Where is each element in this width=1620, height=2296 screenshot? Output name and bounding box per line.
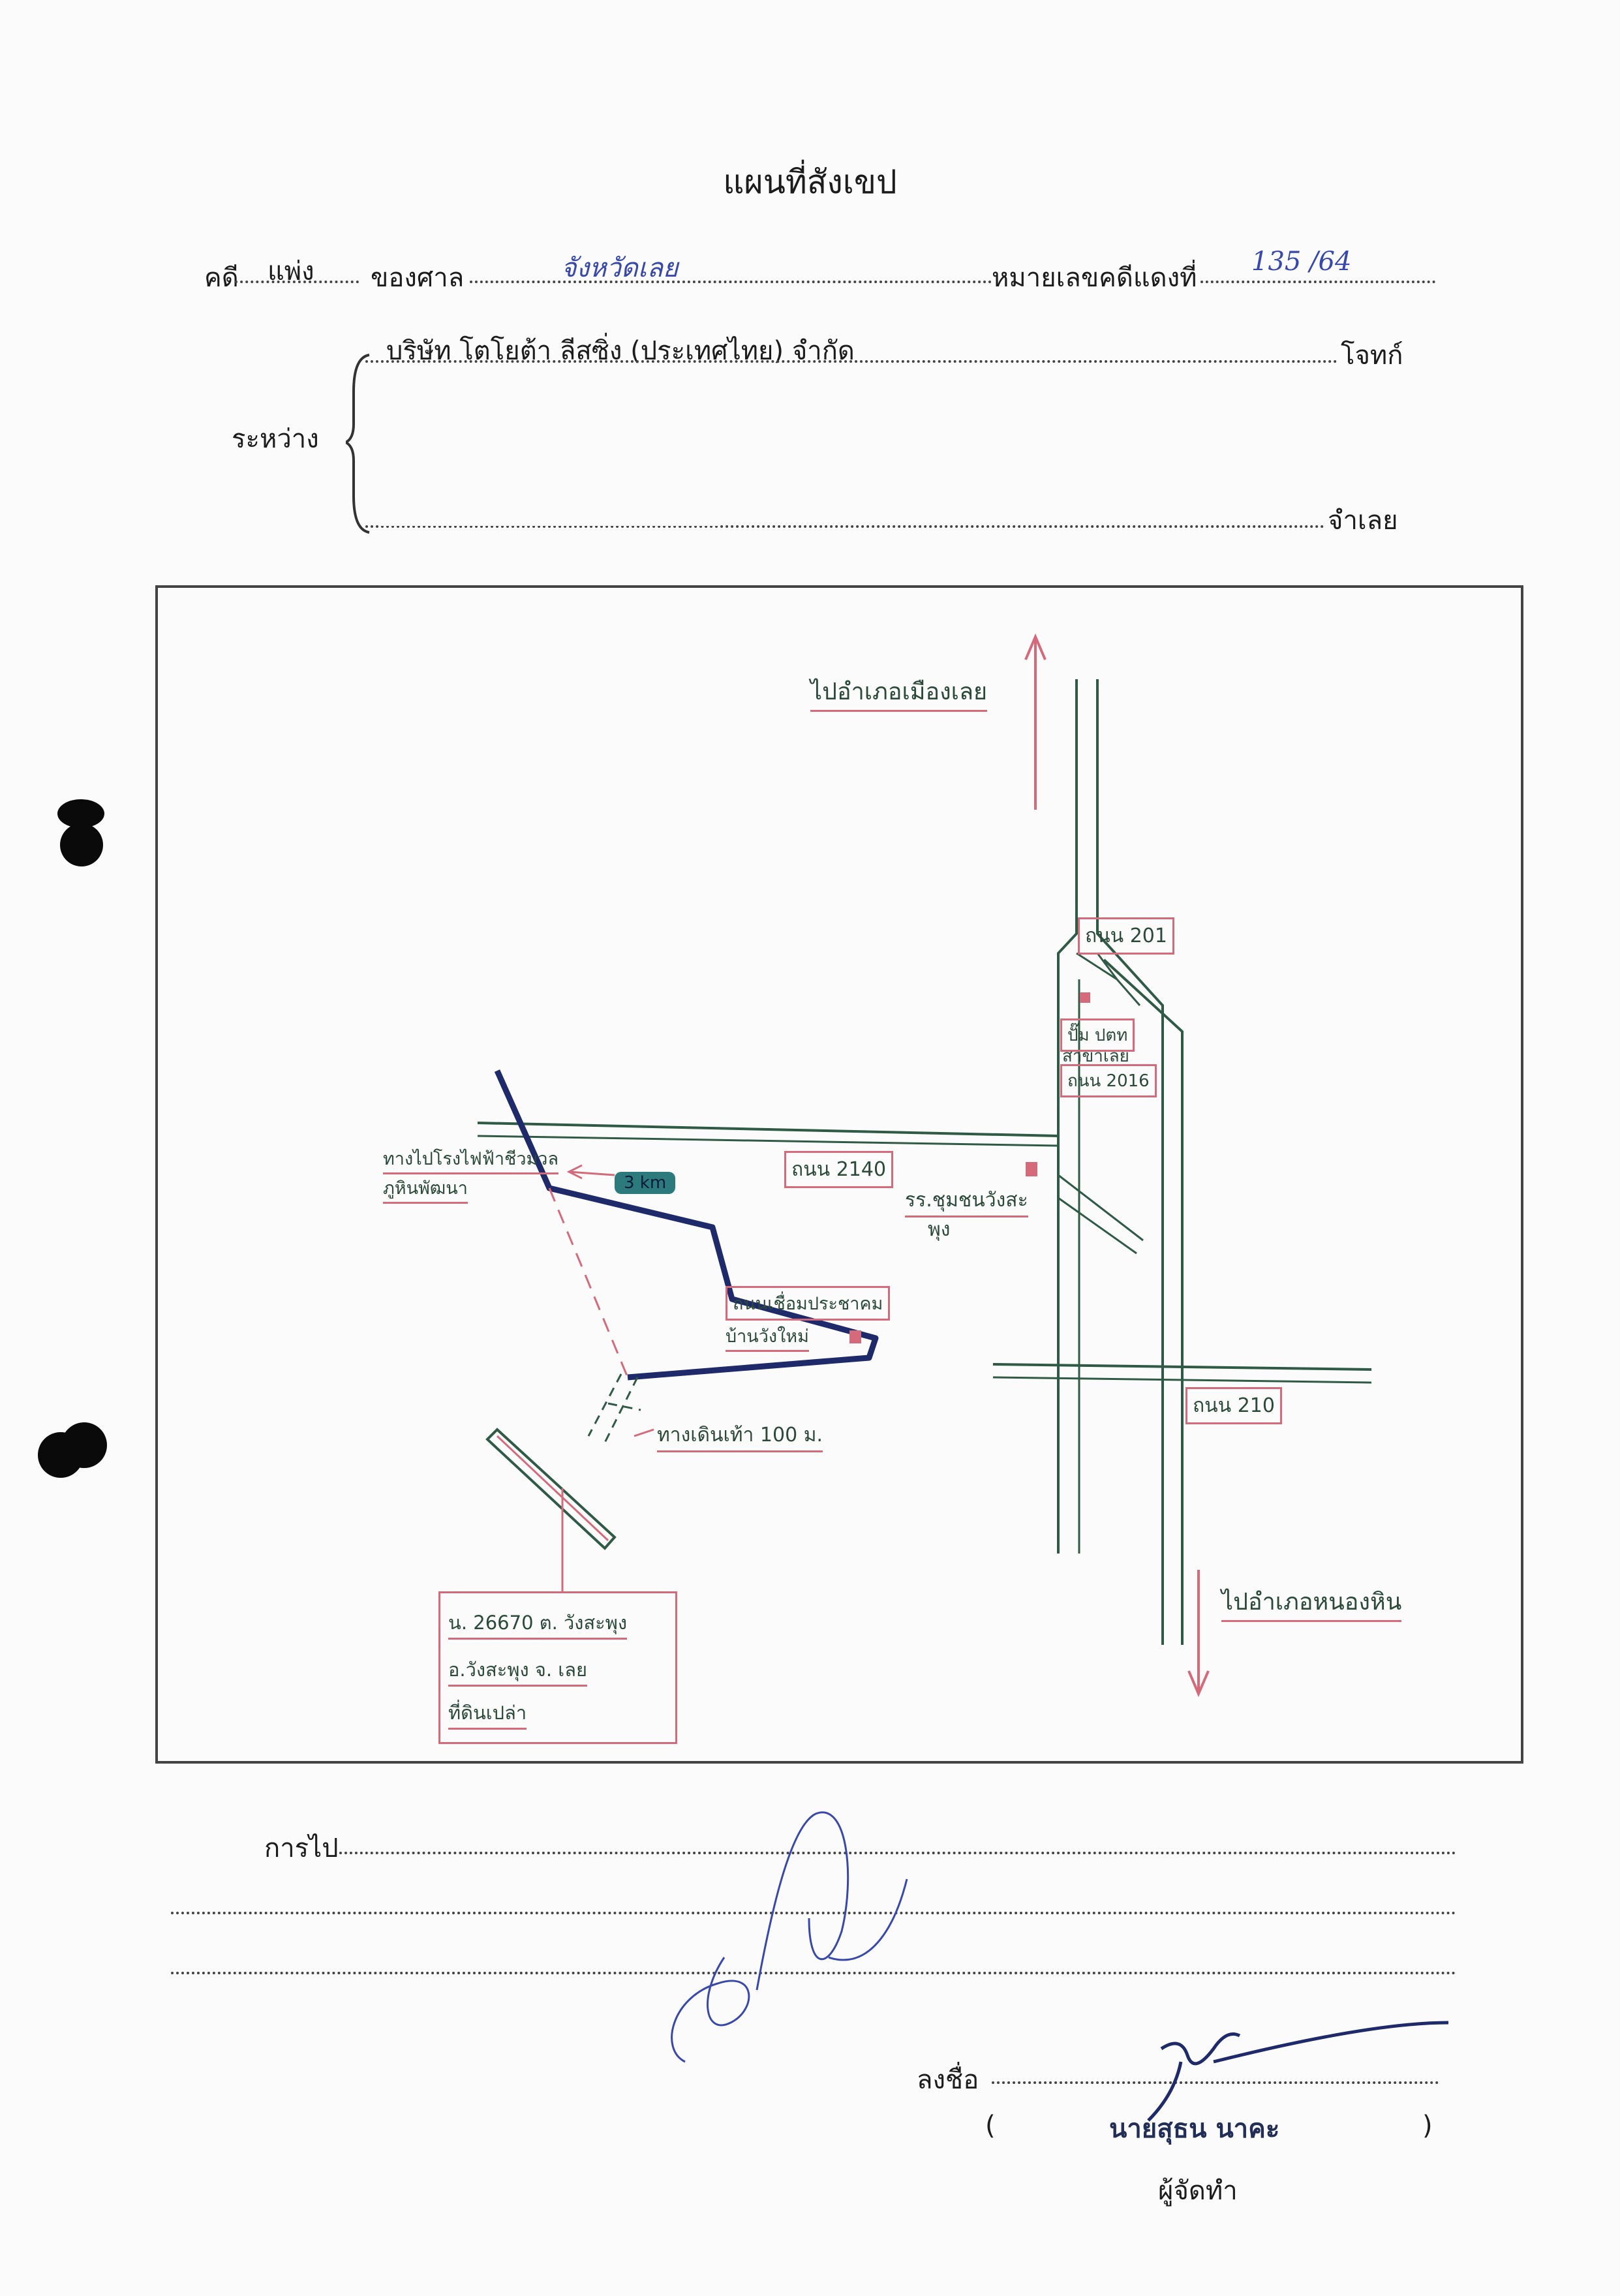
label-road-210: ถนน 210	[1185, 1387, 1282, 1424]
label-road-2140: ถนน 2140	[784, 1151, 894, 1188]
label-station-2: สาขาเลย	[1062, 1047, 1129, 1066]
close-paren: )	[1422, 2111, 1433, 2141]
punch-hole-top-2	[60, 823, 103, 866]
route-dots-1	[339, 1852, 1456, 1854]
court-label: ของศาล	[371, 263, 465, 293]
label-to-mueang-loei: ไปอำเภอเมืองเลย	[810, 673, 988, 712]
plaintiff-dots	[365, 360, 1337, 363]
label-side-road-2: ภูหินพัฒนา	[383, 1174, 468, 1204]
label-side-road-1: ทางไปโรงไฟฟ้าชีวมวล	[383, 1144, 559, 1174]
route-label: การไป	[264, 1833, 339, 1863]
sign-dots	[992, 2081, 1439, 2084]
label-distance-badge: 3 km	[615, 1172, 676, 1194]
open-paren: (	[985, 2111, 996, 2141]
label-junction-1: ถนนเชื่อมประชาคม	[726, 1286, 891, 1321]
punch-hole-bottom-2	[61, 1422, 107, 1468]
punch-hole-top	[57, 799, 104, 828]
route-dots-2	[171, 1912, 1456, 1914]
label-school-1: รร.ชุมชนวังสะ	[905, 1185, 1028, 1217]
defendant-dots	[365, 525, 1324, 528]
label-junction-2: บ้านวังใหม่	[726, 1322, 809, 1352]
preparer-label: ผู้จัดทำ	[1158, 2176, 1238, 2206]
map-drawing	[477, 633, 1372, 1698]
party-brace	[346, 354, 370, 534]
plaintiff-name: บริษัท โตโยต้า ลีสซิ่ง (ประเทศไทย) จำกัด	[386, 336, 855, 366]
red-case-label: หมายเลขคดีแดงที่	[992, 263, 1197, 293]
case-label: คดี	[204, 263, 239, 293]
court-name: จังหวัดเลย	[561, 253, 679, 283]
red-case-number: 135 /64	[1251, 247, 1352, 277]
label-road-201: ถนน 201	[1078, 917, 1174, 955]
label-to-nong-hin: ไปอำเภอหนองหิน	[1221, 1583, 1402, 1622]
signature	[1147, 2021, 1449, 2122]
defendant-label: จำเลย	[1328, 506, 1398, 536]
case-type-dots	[235, 281, 359, 283]
case-type: แพ่ง	[267, 256, 314, 286]
label-station-3: ถนน 2016	[1060, 1064, 1157, 1097]
label-station-1: ปั๊ม ปตท	[1060, 1018, 1135, 1052]
plot-info-box: น. 26670 ต. วังสะพุง อ.วังสะพุง จ. เลย ท…	[438, 1591, 677, 1744]
sketch-map: ไปอำเภอเมืองเลย ถนน 201 ปั๊ม ปตท สาขาเลย…	[155, 585, 1523, 1764]
court-dots	[470, 281, 992, 283]
sign-label: ลงชื่อ	[917, 2065, 979, 2095]
plot-line-2: อ.วังสะพุง จ. เลย	[448, 1655, 587, 1687]
page-title: แผนที่สังเขป	[723, 163, 897, 201]
label-school-2: พุง	[928, 1218, 951, 1241]
plaintiff-label: โจทก์	[1341, 341, 1403, 371]
signer-name: นายสุธน นาคะ	[1109, 2114, 1280, 2144]
label-dirt-road: ทางเดินเท้า 100 ม.	[657, 1420, 823, 1452]
red-case-dots	[1200, 281, 1435, 283]
plot-line-1: น. 26670 ต. วังสะพุง	[448, 1608, 627, 1640]
between-label: ระหว่าง	[232, 424, 319, 454]
plot-line-3: ที่ดินเปล่า	[448, 1698, 527, 1730]
route-dots-3	[171, 1972, 1456, 1974]
redacted-defendant	[378, 496, 718, 526]
initials-scribble	[671, 1811, 908, 2063]
